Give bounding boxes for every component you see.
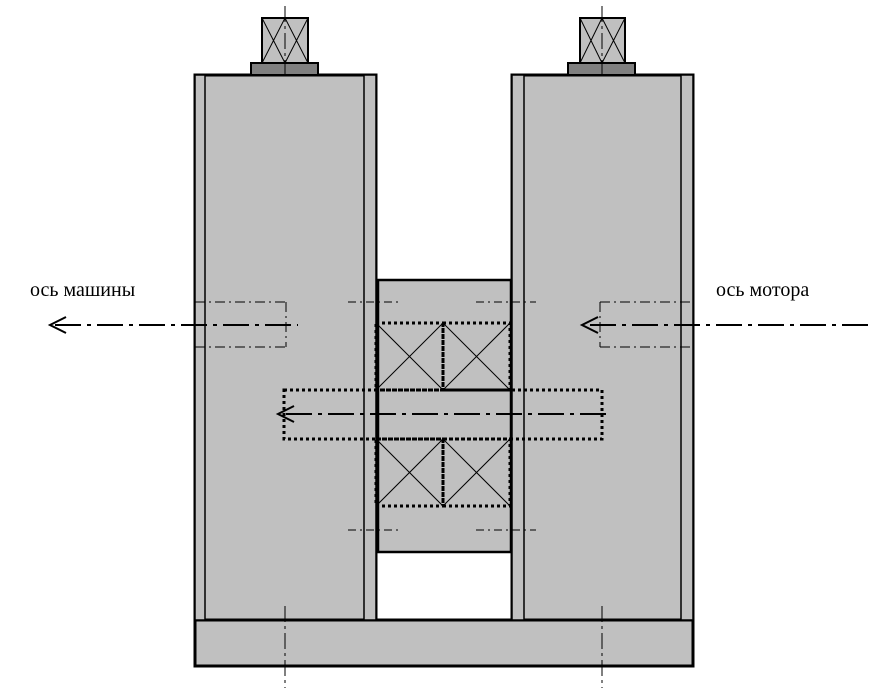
central-axis-arrow [275,405,612,423]
motor-axis-label: ось мотора [716,279,809,301]
machine-axis-label: ось машины [30,279,135,301]
center-block-ticks [348,301,536,531]
lower-bearing [374,437,512,508]
motor-axis-arrow [579,316,872,334]
machine-axis-arrow [47,316,298,334]
center-block [376,278,513,554]
base-plate [193,618,695,668]
upper-bearing [374,321,512,392]
vertical-centerlines [284,6,603,688]
